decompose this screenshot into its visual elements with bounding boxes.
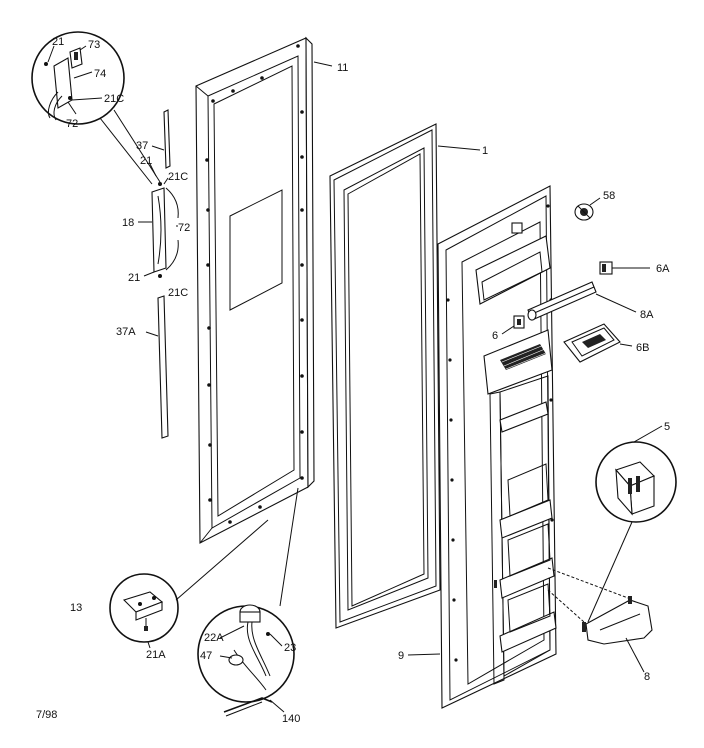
- callout-21c-mid: 21C: [168, 171, 188, 183]
- outer-door-panel: 11: [195, 36, 348, 544]
- door-gasket: 1: [329, 123, 488, 629]
- callout-8: 8: [644, 671, 650, 683]
- hinge-assembly: 37 18 21 21C 72 21 21C 37A: [116, 109, 190, 439]
- callout-22a: 22A: [204, 632, 224, 644]
- callout-5: 5: [664, 421, 670, 433]
- wiring-detail: 23 22A 47 140: [197, 487, 300, 725]
- part-6: 6: [492, 315, 525, 342]
- callout-6: 6: [492, 330, 498, 342]
- callout-21a: 21A: [146, 649, 166, 661]
- date-code: 7/98: [36, 709, 57, 721]
- part-8a-lever: 8A: [527, 281, 654, 321]
- dispenser-parts: 58 6A 8A 6 6B: [492, 190, 670, 363]
- callout-74: 74: [94, 68, 106, 80]
- callout-11: 11: [337, 62, 348, 74]
- callout-73: 73: [88, 39, 100, 51]
- callout-21-low: 21: [128, 272, 140, 284]
- callout-21-top: 21: [52, 36, 64, 48]
- callout-8a: 8A: [640, 309, 654, 321]
- callout-21c-top: 21C: [104, 93, 124, 105]
- callout-13: 13: [70, 602, 82, 614]
- callout-21-mid: 21: [140, 155, 152, 167]
- part-58-knob: 58: [574, 190, 615, 221]
- callout-140: 140: [282, 713, 300, 725]
- callout-72-top: 72: [66, 118, 78, 130]
- callout-9: 9: [398, 650, 404, 662]
- bottom-hinge-detail: 13 21A: [70, 519, 269, 661]
- callout-23: 23: [284, 642, 296, 654]
- dispenser-grille: [500, 344, 547, 370]
- callout-6b: 6B: [636, 342, 649, 354]
- callout-21c-low: 21C: [168, 287, 188, 299]
- outer-panel-holes: [205, 44, 304, 524]
- handle-detail: 5: [587, 421, 677, 623]
- part-6b-cup: 6B: [563, 323, 649, 363]
- callout-72-mid: 72: [178, 222, 190, 234]
- callout-58: 58: [603, 190, 615, 202]
- callout-18: 18: [122, 217, 134, 229]
- callout-37: 37: [136, 140, 148, 152]
- callout-1: 1: [482, 145, 488, 157]
- callout-6a: 6A: [656, 263, 670, 275]
- callout-37a: 37A: [116, 326, 136, 338]
- door-handle: 8: [547, 567, 653, 683]
- top-hinge-detail: 21 73 74 21C 72: [31, 31, 161, 185]
- part-6a-clip: 6A: [599, 261, 670, 275]
- inner-door-liner: 9: [398, 185, 557, 709]
- callout-47: 47: [200, 650, 212, 662]
